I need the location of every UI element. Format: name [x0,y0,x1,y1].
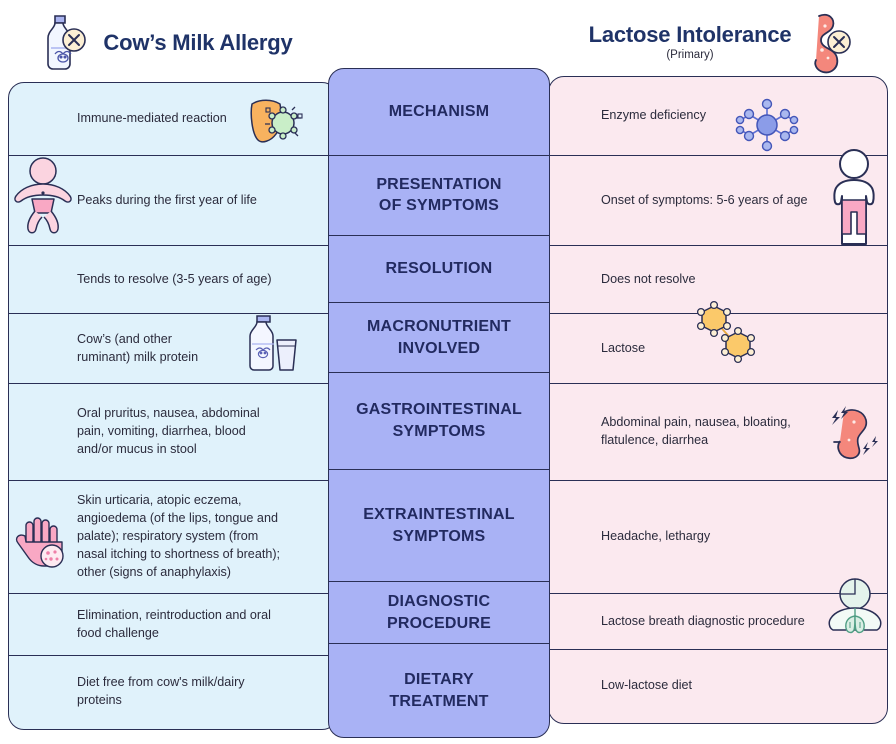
table-row: Skin urticaria, atopic eczema,angioedema… [9,481,337,594]
table-row: Does not resolve [549,246,887,314]
table-row: Onset of symptoms: 5-6 years of age [549,156,887,246]
category-row: MECHANISM [329,69,549,156]
table-row: Lactose breath diagnostic procedure [549,594,887,650]
table-row: Peaks during the first year of life [9,156,337,246]
category-resolution: RESOLUTION [385,260,493,278]
table-row: Lactose [549,314,887,384]
header-cow-milk-allergy: Cow’s Milk Allergy [0,14,330,72]
cell-right-diagnostic: Lactose breath diagnostic procedure [601,613,805,628]
cell-right-presentation: Onset of symptoms: 5-6 years of age [601,192,808,207]
cell-left-mechanism: Immune-mediated reaction [77,111,227,126]
cell-right-dietary: Low-lactose diet [601,678,693,693]
category-mechanism: MECHANISM [388,103,490,121]
milk-bottle-crossed-icon [37,12,89,74]
stomach-crossed-icon [799,10,855,74]
page-title-left: Cow’s Milk Allergy [103,30,293,55]
table-row: Immune-mediated reaction [9,83,337,156]
table-row: Abdominal pain, nausea, bloating,flatule… [549,384,887,481]
cell-left-presentation: Peaks during the first year of life [77,192,257,207]
left-column-cow-milk-allergy: Immune-mediated reaction Peaks during th… [8,82,338,730]
table-row: Low-lactose diet [549,650,887,722]
cell-right-gi-symptoms: Abdominal pain, nausea, bloating,flatule… [601,415,791,447]
cell-right-resolution: Does not resolve [601,271,696,286]
cell-left-extraintestinal: Skin urticaria, atopic eczema,angioedema… [77,493,281,579]
page-subtitle-right: (Primary) [666,48,714,61]
category-row: RESOLUTION [329,236,549,304]
right-column-lactose-intolerance: Enzyme deficiency Onset of symptoms: 5-6… [548,76,888,724]
page-title-right: Lactose Intolerance [588,21,792,47]
table-row: Tends to resolve (3-5 years of age) [9,246,337,314]
table-row: Headache, lethargy [549,481,887,594]
cell-left-resolution: Tends to resolve (3-5 years of age) [77,271,272,286]
cell-right-mechanism: Enzyme deficiency [601,108,706,123]
cell-right-macronutrient: Lactose [601,340,646,355]
cell-right-extraintestinal: Headache, lethargy [601,529,711,544]
header-lactose-intolerance: Lactose Intolerance (Primary) [548,10,896,74]
table-row: Enzyme deficiency [549,77,887,156]
